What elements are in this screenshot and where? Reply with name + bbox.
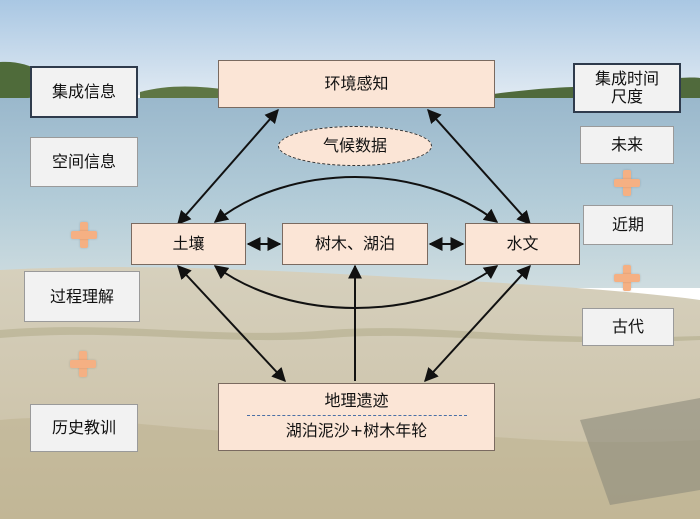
- ancient-label: 古代: [611, 317, 644, 336]
- hydrology-box: 水文: [465, 223, 580, 265]
- soil-label: 土壤: [172, 234, 205, 253]
- integrated-timescale-box: 集成时间 尺度: [573, 63, 681, 113]
- soil-box: 土壤: [131, 223, 246, 265]
- spatial-info-label: 空间信息: [51, 152, 116, 171]
- plus-icon: [71, 222, 97, 248]
- process-understanding-box: 过程理解: [24, 271, 140, 322]
- climate-data-label: 气候数据: [322, 136, 387, 155]
- trees-lakes-box: 树木、湖泊: [282, 223, 428, 265]
- geo-relic-title: 地理遗迹: [324, 391, 389, 410]
- history-lessons-box: 历史教训: [30, 404, 138, 452]
- climate-data-ellipse: 气候数据: [278, 126, 432, 166]
- future-box: 未来: [580, 126, 674, 164]
- near-term-label: 近期: [611, 215, 644, 234]
- arc-soil-hydrology-top: [213, 176, 499, 223]
- plus-icon: [614, 170, 640, 196]
- near-term-box: 近期: [583, 205, 673, 245]
- plus-icon: [70, 351, 96, 377]
- integrated-info-box: 集成信息: [30, 66, 138, 118]
- environment-perception-box: 环境感知: [218, 60, 495, 108]
- spatial-info-box: 空间信息: [30, 137, 138, 187]
- history-lessons-label: 历史教训: [51, 418, 116, 437]
- integrated-info-label: 集成信息: [51, 82, 116, 101]
- plus-icon: [614, 265, 640, 291]
- future-label: 未来: [610, 135, 643, 154]
- environment-perception-label: 环境感知: [324, 74, 389, 93]
- arrow-env-hydrology: [427, 108, 531, 226]
- ancient-box: 古代: [582, 308, 674, 346]
- geo-relic-box: 地理遗迹 湖泊泥沙+树木年轮: [218, 383, 495, 451]
- arrow-env-soil: [177, 108, 279, 226]
- trees-lakes-label: 树木、湖泊: [314, 234, 395, 253]
- hydrology-label: 水文: [506, 234, 539, 253]
- integrated-timescale-label: 集成时间 尺度: [594, 69, 659, 106]
- dashed-divider: [246, 415, 467, 416]
- geo-relic-subtitle: 湖泊泥沙+树木年轮: [285, 421, 428, 440]
- arrow-hydrology-geo: [424, 264, 531, 383]
- arrow-soil-geo: [177, 264, 286, 383]
- process-understanding-label: 过程理解: [49, 286, 114, 306]
